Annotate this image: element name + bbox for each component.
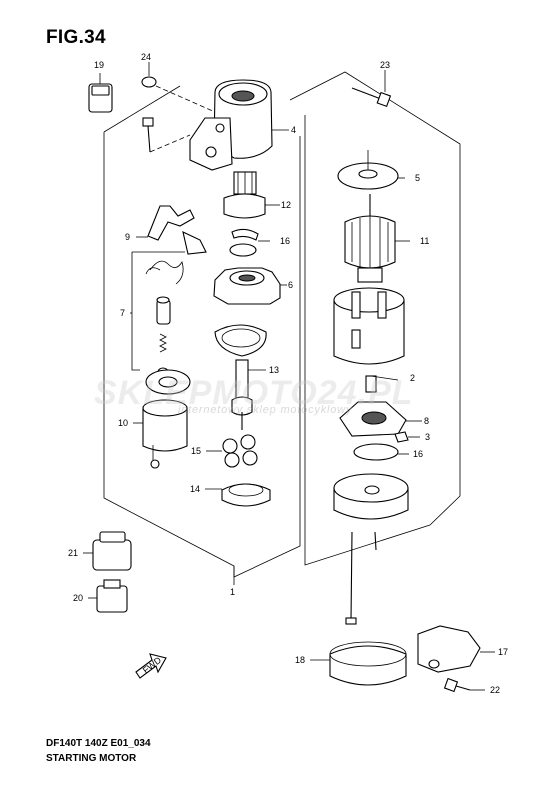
callouts: 19 24 23 4 5 12 9 16 11 6 7 13 2 10 8 3 … xyxy=(68,52,508,695)
callout-1: 1 xyxy=(230,587,235,597)
part-14-internal-gear xyxy=(205,483,271,507)
callout-3: 3 xyxy=(425,432,430,442)
part-18-band xyxy=(310,641,407,686)
callout-2: 2 xyxy=(410,373,415,383)
figure-title: FIG.34 xyxy=(46,27,106,48)
part-10-solenoid xyxy=(133,399,188,469)
callout-9: 9 xyxy=(125,232,130,242)
gasket xyxy=(214,324,267,357)
watermark-tagline: internetowy sklep motocyklowy xyxy=(178,404,353,416)
callout-10: 10 xyxy=(118,418,128,428)
callout-22: 22 xyxy=(490,685,500,695)
part-13-shaft xyxy=(231,359,266,430)
part-24-bushing xyxy=(141,62,216,113)
callout-7: 7 xyxy=(120,308,125,318)
watermark-logo: SKLEPMOTO24.PL xyxy=(94,374,414,412)
housing-bolt xyxy=(142,117,191,153)
part-6-gear-housing xyxy=(213,267,287,305)
part-23-bolt xyxy=(351,70,392,108)
part-8-brush-holder xyxy=(339,375,422,437)
callout-23: 23 xyxy=(380,60,390,70)
callout-16-lower: 16 xyxy=(413,449,423,459)
part-16-clip-top xyxy=(229,228,270,257)
callout-11: 11 xyxy=(420,236,429,246)
callout-18: 18 xyxy=(295,655,305,665)
part-15-gears xyxy=(206,434,258,468)
part-20-relay xyxy=(88,579,128,613)
model-code: DF140T 140Z E01_034 xyxy=(46,738,151,749)
section-title: STARTING MOTOR xyxy=(46,753,137,764)
callout-14: 14 xyxy=(190,484,200,494)
callout-6: 6 xyxy=(288,280,293,290)
part-5-plate xyxy=(337,150,405,190)
fwd-arrow: FWD xyxy=(135,653,167,679)
part-22-screw xyxy=(443,677,485,693)
through-bolts xyxy=(345,531,377,625)
part-11-armature xyxy=(344,194,410,283)
callout-17: 17 xyxy=(498,647,508,657)
part-12-pinion xyxy=(223,171,280,219)
part-9-lever xyxy=(136,205,195,241)
callout-16-upper: 16 xyxy=(280,236,290,246)
part-21-relay xyxy=(83,531,132,571)
callout-4: 4 xyxy=(291,125,296,135)
callout-12: 12 xyxy=(281,200,291,210)
part-7-plunger-assembly xyxy=(130,231,207,395)
callout-8: 8 xyxy=(424,416,429,426)
callout-15: 15 xyxy=(191,446,201,456)
callout-20: 20 xyxy=(73,593,83,603)
yoke xyxy=(333,287,405,365)
part-16-disc xyxy=(353,443,409,461)
part-17-clamp xyxy=(417,625,495,673)
part-19-cap xyxy=(88,73,113,113)
end-cover xyxy=(333,473,409,520)
callout-5: 5 xyxy=(415,173,420,183)
part-3-clip xyxy=(394,431,420,443)
callout-24: 24 xyxy=(141,52,151,62)
callout-13: 13 xyxy=(269,365,279,375)
part-4-housing xyxy=(189,79,289,171)
callout-21: 21 xyxy=(68,548,78,558)
callout-19: 19 xyxy=(94,60,104,70)
assembly-outline xyxy=(103,71,461,585)
